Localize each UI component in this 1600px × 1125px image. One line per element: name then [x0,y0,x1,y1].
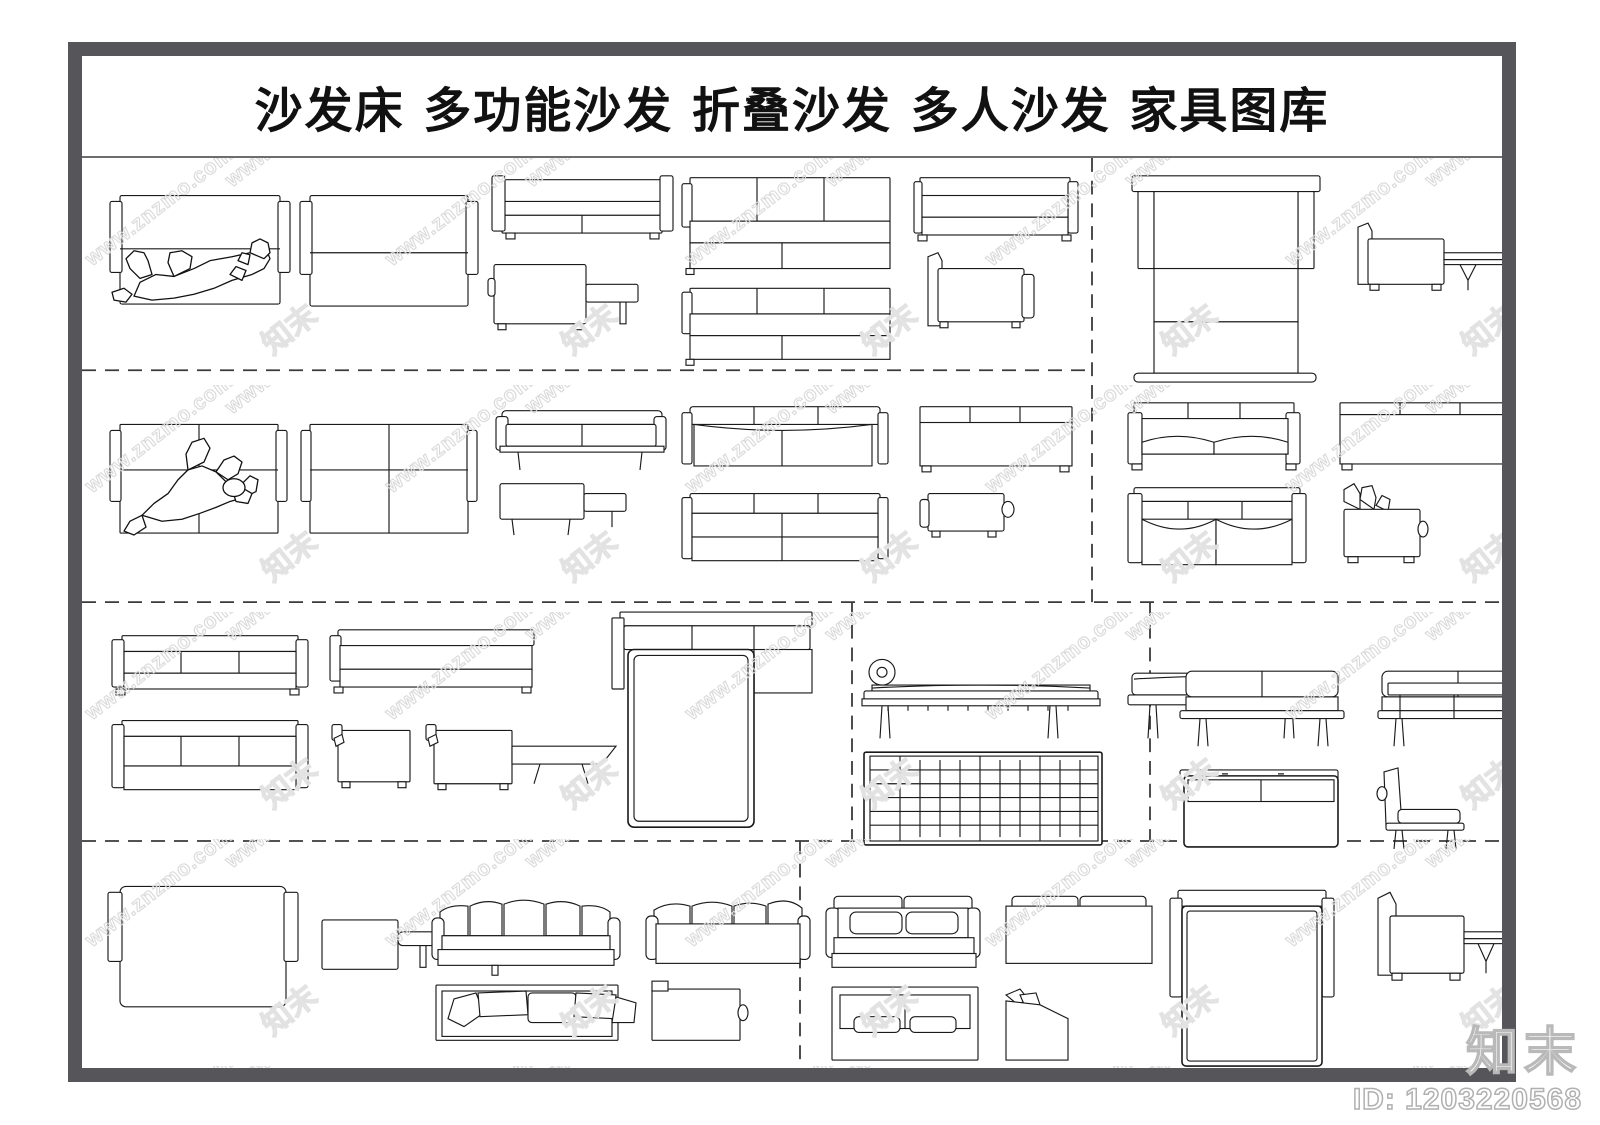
r3-bench-sofa-side-elevation [1376,767,1465,849]
r3-three-seat-sofa-plan [111,720,309,791]
drawing-id-label: ID: 1203220568 [1352,1082,1582,1117]
r1-pullout-sofa-bed-plan-vertical [1131,175,1321,383]
r2-sofa-side-elevation-cushion [1343,482,1429,564]
r2-two-seat-sofa-plan [1127,487,1307,566]
brand-logo: 知末 [1465,1023,1582,1083]
r4-armchair-plan-with-footrest [321,919,437,970]
r3-armchair-plan [331,723,411,789]
r2-two-seat-sofa-front-elevation [1127,402,1301,471]
r2-two-seat-sofa-elevation-legs [495,410,667,470]
r3-three-seat-sofa-front-elevation [111,635,309,696]
r1-sofa-bed-front-elevation [491,175,674,240]
sheet-title: 沙发床 多功能沙发 折叠沙发 多人沙发 家具图库 [254,83,1330,139]
r2-sofa-bed-plan-open-divided [300,423,478,534]
r3-daybed-plan-tufted-grid [863,751,1103,846]
r4-two-seat-sofa-bed-front [825,895,981,968]
r1-sofa-bed-side-elevation-folding-legs [1357,222,1502,291]
r4-sofa-bed-plan-open-large [107,885,299,1008]
r4-loose-cushion-sofa-plan [435,984,637,1041]
r2-two-seat-sofa-rear-elevation [1339,402,1502,471]
r2-armchair-side-elevation [919,493,1015,538]
r4-sofa-bed-plan-open-tall [1169,889,1335,1067]
r4-two-seat-sofa-bed-plan [831,986,979,1061]
cad-linework [82,158,1502,1068]
r4-two-seat-sofa-bed-rear [1005,895,1153,964]
r1-three-seat-sofa-bed-plan [681,177,891,276]
r3-corner-sectional-sleeper-plan [611,611,813,828]
r1-sofa-side-elevation [927,252,1035,329]
r2-two-seat-sofa-plan-cushions [681,406,889,467]
r3-armchair-bed-extended-plan [425,723,618,791]
r1-sofa-bed-plan-open [299,194,479,307]
r4-sofa-bed-side-elevation-extended [1377,891,1502,981]
r1-sofa-bed-plan-figure [109,194,291,305]
drawing-frame-border: 沙发床 多功能沙发 折叠沙发 多人沙发 家具图库 [68,42,1516,1082]
drawing-frame-inner: 沙发床 多功能沙发 折叠沙发 多人沙发 家具图库 [82,56,1502,1068]
r3-sofa-bed-side-elevation-long [329,629,535,694]
r4-loose-cushion-sofa-rear [645,900,811,964]
r1-three-seat-sofa-bed-plan-open [681,287,891,366]
r2-sofa-bed-plan-curled-figure [109,423,288,536]
r2-ottoman-plan [499,483,627,536]
r3-bench-sofa-rear-elevation-rail [1377,670,1502,747]
r4-loose-cushion-sofa-front [431,899,621,976]
r3-daybed-side-elevation-bolster [861,658,1101,739]
r4-armchair-rear-elevation [651,980,749,1041]
drawing-grid-area: www.znzmo.com 知末 www.znzmo.com [82,158,1502,1068]
r1-sofa-bed-front-elevation-wide [913,177,1079,242]
r2-three-seat-sofa-rear-elevation [919,406,1073,473]
r3-bench-sofa-plan [1179,769,1339,848]
r1-armchair-bed-plan-footrest [487,264,639,331]
brand-corner-mark: 知末 ID: 1203220568 [1352,1023,1582,1117]
r4-armchair-plan-angled [1004,988,1069,1061]
r3-bench-sofa-front-elevation [1179,670,1345,747]
title-block: 沙发床 多功能沙发 折叠沙发 多人沙发 家具图库 [82,56,1502,158]
r2-sofa-bed-plan-extended [681,493,889,562]
